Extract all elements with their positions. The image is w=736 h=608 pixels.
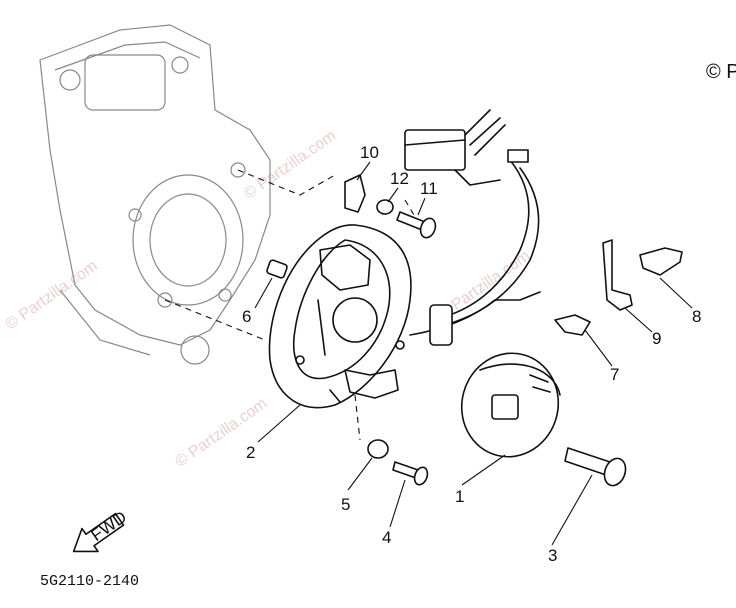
leader-lines bbox=[254, 161, 693, 546]
washer-part-12 bbox=[376, 199, 394, 215]
callout-8: 8 bbox=[692, 307, 701, 326]
rotor-part-1 bbox=[460, 352, 561, 458]
fwd-label: FWD bbox=[88, 507, 131, 545]
callout-10: 10 bbox=[360, 143, 379, 162]
copyright-text: © P bbox=[706, 61, 736, 83]
dowel-pin-part-6 bbox=[266, 259, 288, 279]
clamp-part-7 bbox=[554, 314, 591, 336]
callout-7: 7 bbox=[610, 365, 619, 384]
bolt-part-3 bbox=[564, 447, 627, 487]
callout-5: 5 bbox=[341, 495, 350, 514]
callout-12: 12 bbox=[390, 169, 409, 188]
callout-4: 4 bbox=[382, 528, 391, 547]
watermarks: © Partzilla.com © Partzilla.com © Partzi… bbox=[3, 127, 534, 471]
washer-part-5 bbox=[367, 439, 389, 459]
fwd-arrow-icon: FWD bbox=[72, 507, 131, 553]
callout-3: 3 bbox=[548, 546, 557, 565]
callout-1: 1 bbox=[455, 487, 464, 506]
screw-part-4 bbox=[392, 461, 429, 486]
wiring-harness bbox=[404, 109, 541, 346]
callout-2: 2 bbox=[246, 443, 255, 462]
diagram-code: 5G2110-2140 bbox=[40, 573, 139, 590]
holder-part-9 bbox=[602, 239, 633, 311]
callout-9: 9 bbox=[652, 329, 661, 348]
callout-6: 6 bbox=[242, 307, 251, 326]
clamp-part-10 bbox=[344, 174, 366, 213]
watermark-3: © Partzilla.com bbox=[172, 395, 270, 471]
screw-part-11 bbox=[396, 211, 437, 239]
stator-plate-part-2 bbox=[268, 224, 412, 409]
crankcase bbox=[39, 24, 271, 365]
callout-11: 11 bbox=[420, 179, 438, 198]
bracket-part-8 bbox=[639, 247, 683, 276]
